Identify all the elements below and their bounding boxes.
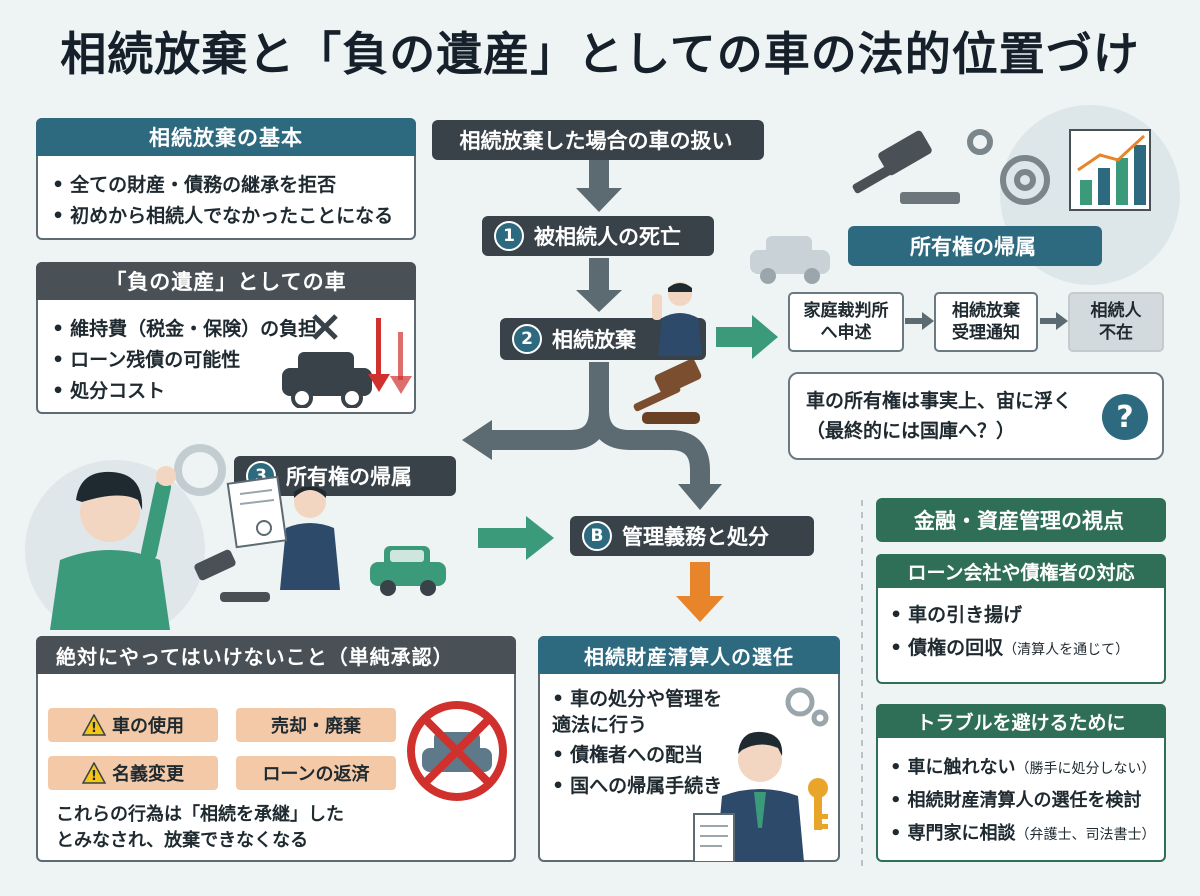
basics-panel: 相続放棄の基本 全ての財産・債務の継承を拒否 初めから相続人でなかったことになる <box>36 118 416 240</box>
creditor-panel: ローン会社や債権者の対応 車の引き揚げ 債権の回収（清算人を通じて） <box>876 554 1166 684</box>
list-item: 全ての財産・債務の継承を拒否 <box>52 170 393 201</box>
car-icon <box>370 546 446 596</box>
list-item: 初めから相続人でなかったことになる <box>52 201 393 232</box>
list-item: 国への帰属手続き <box>552 771 722 802</box>
gavel-icon <box>633 360 702 424</box>
tag-rename: ! 名義変更 <box>48 756 218 790</box>
person-icon <box>716 731 804 862</box>
list-item: 債権者への配当 <box>552 740 722 771</box>
administrator-panel: 相続財産清算人の選任 車の処分や管理を 適法に行う 債権者への配当 国への帰属手… <box>538 636 840 862</box>
list-item: 専門家に相談（弁護士、司法書士） <box>890 818 1156 851</box>
creditor-header: ローン会社や債権者の対応 <box>876 554 1166 588</box>
avoid-trouble-header: トラブルを避けるために <box>876 704 1166 738</box>
finance-header: 金融・資産管理の視点 <box>876 498 1166 542</box>
flow-header: 相続放棄した場合の車の扱い <box>432 120 764 160</box>
warn-mark: ! <box>91 721 97 736</box>
step-b: B 管理義務と処分 <box>570 516 814 556</box>
prohibited-car-icon <box>407 701 507 801</box>
warn-mark: ! <box>91 769 97 784</box>
document-icon <box>226 475 288 549</box>
person-icon <box>280 486 340 590</box>
step-label: 相続放棄 <box>552 328 636 352</box>
key-icon <box>808 778 828 830</box>
donts-note: これらの行為は「相続を承継」した とみなされ、放棄できなくなる <box>56 804 344 851</box>
warning-icon: ! <box>82 762 106 784</box>
person-icon <box>50 466 176 630</box>
speech-text: 車の所有権は事実上、宙に浮く （最終的には国庫へ？） <box>806 390 1073 442</box>
ownership-speech: 車の所有権は事実上、宙に浮く （最終的には国庫へ？） ? <box>788 372 1164 460</box>
arrow-branch <box>490 362 710 490</box>
document-icon <box>693 813 735 862</box>
green-arrow-1 <box>716 315 778 359</box>
negative-asset-list: 維持費（税金・保険）の負担 ローン残債の可能性 処分コスト <box>52 314 317 407</box>
ownership-header: 所有権の帰属 <box>848 226 1102 266</box>
page-title: 相続放棄と「負の遺産」としての車の法的位置づけ <box>60 27 1140 81</box>
green-arrow-2 <box>478 516 554 560</box>
step-3: 3 所有権の帰属 <box>234 456 456 496</box>
administrator-header: 相続財産清算人の選任 <box>538 636 840 674</box>
gavel-icon <box>852 130 960 204</box>
list-item: 車に触れない（勝手に処分しない） <box>890 752 1156 785</box>
bar-chart-icon <box>1069 129 1151 211</box>
illustration-left <box>25 444 446 630</box>
step-number: 2 <box>512 324 542 354</box>
step-label: 被相続人の死亡 <box>534 225 681 249</box>
gear-icon <box>967 129 1050 205</box>
car-down-icon <box>282 314 412 408</box>
administrator-illustration <box>693 687 829 862</box>
list-item: 車の引き揚げ <box>890 600 1129 633</box>
list-item: 車の処分や管理を 適法に行う <box>552 686 722 738</box>
tag-label: 名義変更 <box>112 764 184 785</box>
creditor-list: 車の引き揚げ 債権の回収（清算人を通じて） <box>890 600 1129 666</box>
flow-box-no-heir: 相続人 不在 <box>1068 292 1164 352</box>
tag-use: ! 車の使用 <box>48 708 218 742</box>
car-icon <box>750 236 830 284</box>
step-number: 1 <box>494 221 524 251</box>
list-item: ローン残債の可能性 <box>52 345 317 376</box>
donts-panel: 絶対にやってはいけないこと（単純承認） ! 車の使用 売却・廃棄 ! 名義変更 … <box>36 636 516 862</box>
avoid-trouble-panel: トラブルを避けるために 車に触れない（勝手に処分しない） 相続財産清算人の選任を… <box>876 704 1166 862</box>
ownership-arrows <box>905 312 1068 330</box>
arrow-down-head <box>678 484 722 510</box>
tag-label: 車の使用 <box>112 716 184 737</box>
tag-loan: ローンの返済 <box>236 756 396 790</box>
basics-header: 相続放棄の基本 <box>36 118 416 156</box>
flow-box-notice: 相続放棄 受理通知 <box>934 292 1038 352</box>
gavel-icon <box>194 549 270 602</box>
arrow-down-2 <box>576 258 622 312</box>
list-item: 相続財産清算人の選任を検討 <box>890 785 1156 818</box>
gear-icon <box>785 687 829 727</box>
orange-arrow <box>676 562 724 622</box>
warning-icon: ! <box>82 714 106 736</box>
list-item: 債権の回収（清算人を通じて） <box>890 633 1129 666</box>
donts-header: 絶対にやってはいけないこと（単純承認） <box>36 636 516 674</box>
question-icon: ? <box>1102 394 1148 440</box>
step-label: 所有権の帰属 <box>286 465 412 489</box>
person-icon <box>652 282 702 356</box>
negative-asset-panel: 「負の遺産」としての車 維持費（税金・保険）の負担 ローン残債の可能性 処分コス… <box>36 262 416 414</box>
administrator-list: 車の処分や管理を 適法に行う 債権者への配当 国への帰属手続き <box>552 686 722 802</box>
arrow-down-1 <box>576 158 622 212</box>
negative-asset-header: 「負の遺産」としての車 <box>36 262 416 300</box>
step-label: 管理義務と処分 <box>622 525 769 549</box>
step-1: 1 被相続人の死亡 <box>482 216 714 256</box>
tag-sell: 売却・廃棄 <box>236 708 396 742</box>
avoid-trouble-list: 車に触れない（勝手に処分しない） 相続財産清算人の選任を検討 専門家に相談（弁護… <box>890 752 1156 851</box>
step-number: B <box>582 521 612 551</box>
basics-list: 全ての財産・債務の継承を拒否 初めから相続人でなかったことになる <box>52 170 393 232</box>
arrow-left-head <box>462 420 492 460</box>
flow-box-court: 家庭裁判所 へ申述 <box>788 292 904 352</box>
list-item: 維持費（税金・保険）の負担 <box>52 314 317 345</box>
list-item: 処分コスト <box>52 376 317 407</box>
